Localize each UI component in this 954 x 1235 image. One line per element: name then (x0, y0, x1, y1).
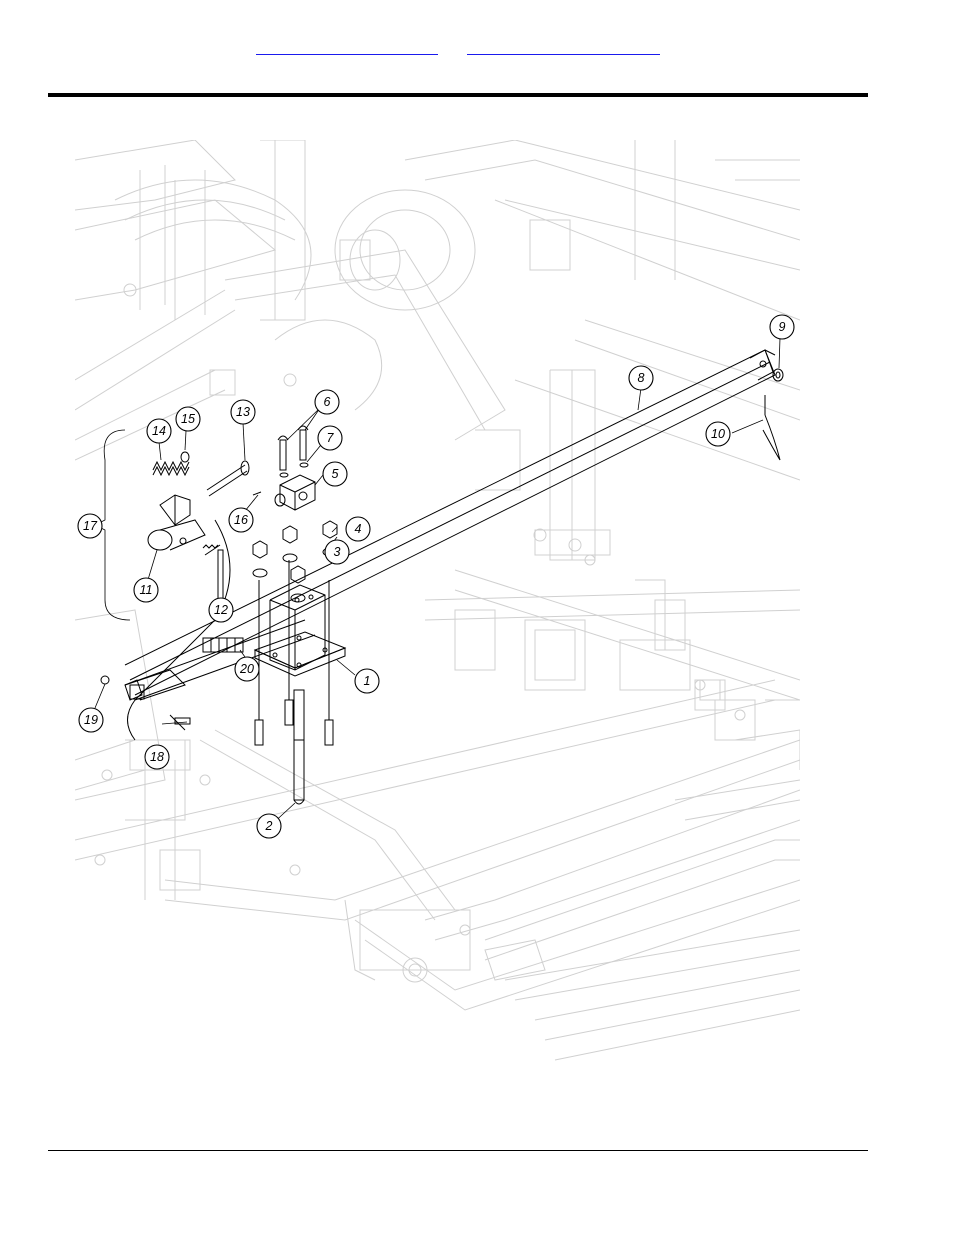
svg-text:3: 3 (334, 545, 341, 559)
callout-5[interactable]: 5 (323, 462, 347, 486)
header-link-2[interactable] (467, 38, 660, 55)
header-link-1[interactable] (256, 38, 438, 55)
callout-16[interactable]: 16 (229, 508, 253, 532)
svg-text:9: 9 (779, 320, 786, 334)
svg-text:5: 5 (332, 467, 339, 481)
callout-2[interactable]: 2 (257, 814, 281, 838)
footer-rule (48, 1150, 868, 1151)
svg-text:20: 20 (239, 662, 254, 676)
svg-text:11: 11 (140, 583, 153, 597)
callout-3[interactable]: 3 (325, 540, 349, 564)
callout-1[interactable]: 1 (355, 669, 379, 693)
callout-12[interactable]: 12 (209, 598, 233, 622)
callout-19[interactable]: 19 (79, 708, 103, 732)
callout-4[interactable]: 4 (346, 517, 370, 541)
header-rule (48, 93, 868, 97)
callout-11[interactable]: 11 (134, 578, 158, 602)
callout-13[interactable]: 13 (231, 400, 255, 424)
svg-text:4: 4 (355, 522, 362, 536)
svg-text:17: 17 (83, 519, 98, 533)
svg-text:7: 7 (327, 431, 335, 445)
callout-15[interactable]: 15 (176, 407, 200, 431)
callout-6[interactable]: 6 (315, 390, 339, 414)
svg-text:8: 8 (638, 371, 645, 385)
svg-text:13: 13 (236, 405, 250, 419)
svg-text:19: 19 (84, 713, 98, 727)
callout-9[interactable]: 9 (770, 315, 794, 339)
svg-text:12: 12 (214, 603, 228, 617)
callout-20[interactable]: 20 (235, 657, 259, 681)
svg-text:1: 1 (364, 674, 371, 688)
callout-14[interactable]: 14 (147, 419, 171, 443)
svg-text:14: 14 (152, 424, 166, 438)
svg-text:10: 10 (711, 427, 725, 441)
callout-17[interactable]: 17 (78, 514, 102, 538)
machine-frame (75, 140, 800, 1060)
svg-text:2: 2 (265, 819, 273, 833)
callout-7[interactable]: 7 (318, 426, 342, 450)
parts-diagram: 1 2 3 4 5 6 7 8 9 10 11 12 13 14 15 16 1 (75, 140, 800, 1080)
callout-18[interactable]: 18 (145, 745, 169, 769)
callout-10[interactable]: 10 (706, 422, 730, 446)
svg-text:6: 6 (324, 395, 331, 409)
assembly-parts (101, 350, 783, 804)
svg-text:16: 16 (234, 513, 248, 527)
svg-text:18: 18 (150, 750, 164, 764)
callout-8[interactable]: 8 (629, 366, 653, 390)
svg-text:15: 15 (181, 412, 195, 426)
